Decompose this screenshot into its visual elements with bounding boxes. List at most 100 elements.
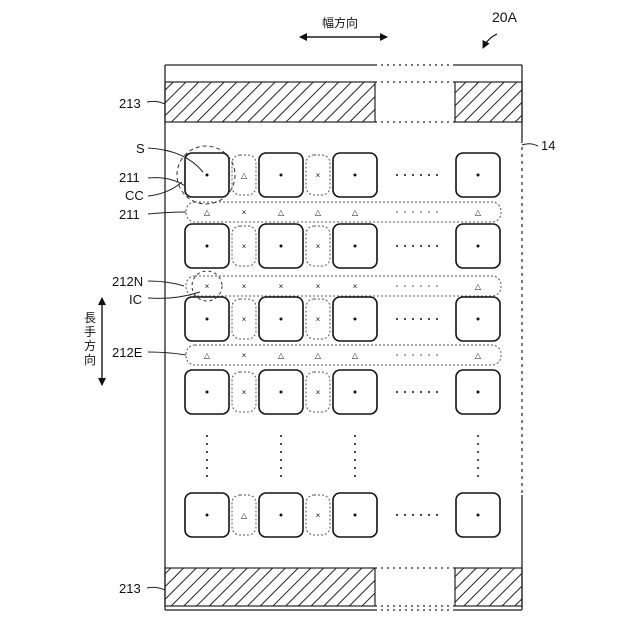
ellipsis-dot [420, 285, 422, 287]
label-s: S [136, 141, 145, 156]
electrode-center-dot [280, 318, 283, 321]
dotted-region-band [186, 202, 501, 222]
length-direction-char: 向 [84, 352, 96, 367]
cross-mark: × [353, 282, 358, 291]
ellipsis-dot [396, 318, 398, 320]
dotted-region-band [186, 345, 501, 365]
cross-mark: × [242, 315, 247, 324]
electrode-center-dot [477, 318, 480, 321]
ellipsis-dot [396, 211, 398, 213]
ellipsis-dot [354, 443, 356, 445]
ellipsis-dot [428, 211, 430, 213]
ellipsis-dot [436, 354, 438, 356]
ellipsis-dot [206, 459, 208, 461]
triangle-mark: △ [475, 282, 482, 291]
ellipsis-dot [404, 245, 406, 247]
ellipsis-dot [436, 391, 438, 393]
ellipsis-dot [428, 285, 430, 287]
ellipsis-dot [404, 354, 406, 356]
label-width-direction: 幅方向 [322, 15, 358, 30]
label-212e: 212E [112, 345, 143, 360]
electrode-center-dot [280, 245, 283, 248]
ellipsis-dot [428, 391, 430, 393]
ellipsis-dot [206, 475, 208, 477]
ellipsis-dot [428, 514, 430, 516]
cross-mark: × [316, 315, 321, 324]
ellipsis-dot [436, 514, 438, 516]
ellipsis-dot [404, 318, 406, 320]
electrode-center-dot [206, 514, 209, 517]
electrode-center-dot [354, 391, 357, 394]
ellipsis-dot [396, 391, 398, 393]
cross-mark: × [316, 242, 321, 251]
label-ic: IC [129, 292, 142, 307]
triangle-mark: △ [475, 351, 482, 360]
electrode-center-dot [354, 174, 357, 177]
ellipsis-dot [280, 467, 282, 469]
ellipsis-dot [420, 174, 422, 176]
ellipsis-dot [428, 174, 430, 176]
ellipsis-dot [412, 354, 414, 356]
electrode-center-dot [206, 318, 209, 321]
band-213-top [165, 82, 522, 122]
label-213-top: 213 [119, 96, 141, 111]
cross-mark: × [242, 351, 247, 360]
triangle-mark: △ [204, 351, 211, 360]
ellipsis-dot [396, 285, 398, 287]
ellipsis-dot [436, 285, 438, 287]
electrode-grid: △×××××××△×△×△△△△×××××△△×△△△△ [185, 153, 501, 537]
ellipsis-dot [477, 459, 479, 461]
electrode-center-dot [477, 245, 480, 248]
ellipsis-dot [412, 391, 414, 393]
electrode-center-dot [280, 514, 283, 517]
ellipsis-dot [477, 451, 479, 453]
ellipsis-dot [420, 318, 422, 320]
ellipsis-dot [477, 475, 479, 477]
triangle-mark: △ [278, 208, 285, 217]
cross-mark: × [242, 208, 247, 217]
ellipsis-dot [396, 174, 398, 176]
electrode-center-dot [477, 514, 480, 517]
ellipsis-dot [428, 318, 430, 320]
triangle-mark: △ [278, 351, 285, 360]
ellipsis-dot [477, 443, 479, 445]
ellipsis-dot [412, 285, 414, 287]
electrode-center-dot [477, 174, 480, 177]
triangle-mark: △ [241, 171, 248, 180]
electrode-center-dot [354, 514, 357, 517]
cross-mark: × [242, 282, 247, 291]
ellipsis-dot [280, 443, 282, 445]
ellipsis-dot [412, 245, 414, 247]
triangle-mark: △ [315, 208, 322, 217]
label-20a: 20A [492, 9, 518, 25]
triangle-mark: △ [352, 351, 359, 360]
ellipsis-dot [428, 245, 430, 247]
cross-mark: × [316, 171, 321, 180]
electrode-center-dot [280, 391, 283, 394]
ellipsis-dot [412, 211, 414, 213]
length-direction-char: 長 [84, 311, 96, 325]
ellipsis-dot [477, 435, 479, 437]
ellipsis-dot [436, 245, 438, 247]
ellipsis-dot [280, 435, 282, 437]
cross-mark: × [316, 511, 321, 520]
electrode-center-dot [354, 318, 357, 321]
label-cc: CC [125, 188, 144, 203]
ellipsis-dot [404, 211, 406, 213]
ellipsis-dot [404, 391, 406, 393]
electrode-center-dot [206, 245, 209, 248]
ellipsis-dot [420, 514, 422, 516]
cross-mark: × [316, 282, 321, 291]
electrode-center-dot [280, 174, 283, 177]
band-213-bottom [165, 568, 522, 606]
label-212n: 212N [112, 274, 143, 289]
ellipsis-dot [436, 174, 438, 176]
ellipsis-dot [412, 318, 414, 320]
ellipsis-dot [280, 459, 282, 461]
triangle-mark: △ [352, 208, 359, 217]
electrode-center-dot [477, 391, 480, 394]
label-14: 14 [541, 138, 555, 153]
ellipsis-dot [396, 514, 398, 516]
ellipsis-dot [404, 514, 406, 516]
